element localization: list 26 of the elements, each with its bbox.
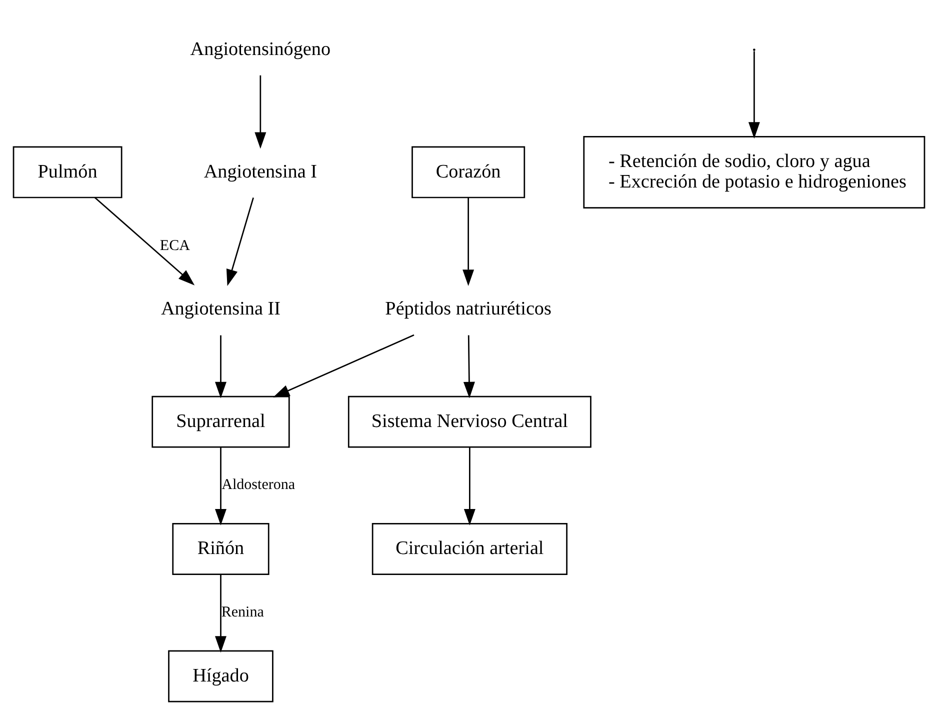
- edge-label: Aldosterona: [222, 476, 296, 493]
- edge-label: Renina: [221, 604, 264, 620]
- node-box: Suprarrenal: [152, 395, 290, 448]
- node-box: Hígado: [168, 650, 274, 702]
- arrow: [748, 50, 760, 138]
- arrow: [464, 446, 476, 525]
- edge-label: ECA: [160, 237, 190, 254]
- node-box: Riñón: [172, 522, 270, 574]
- arrow: [254, 74, 266, 148]
- node-box: Circulación arterial: [372, 522, 568, 574]
- node-text: Angiotensinógeno: [190, 38, 331, 60]
- node-box: Sistema Nervioso Central: [348, 395, 592, 448]
- node-box: Pulmón: [12, 146, 122, 198]
- arrow: [226, 196, 254, 286]
- node-box: Corazón: [412, 146, 526, 198]
- arrow: [462, 197, 474, 286]
- arrow: [215, 574, 226, 652]
- arrow: [94, 196, 195, 285]
- node-text: Péptidos natriuréticos: [385, 298, 552, 320]
- node-box: - Retención de sodio, cloro y agua - Excreción de potasio e hidrogeniones: [583, 135, 926, 208]
- node-text: Angiotensina II: [160, 298, 281, 320]
- arrow: [273, 334, 414, 397]
- arrow: [215, 334, 226, 398]
- arrow: [215, 446, 226, 525]
- arrow: [463, 334, 475, 398]
- node-text: Angiotensina I: [204, 160, 317, 182]
